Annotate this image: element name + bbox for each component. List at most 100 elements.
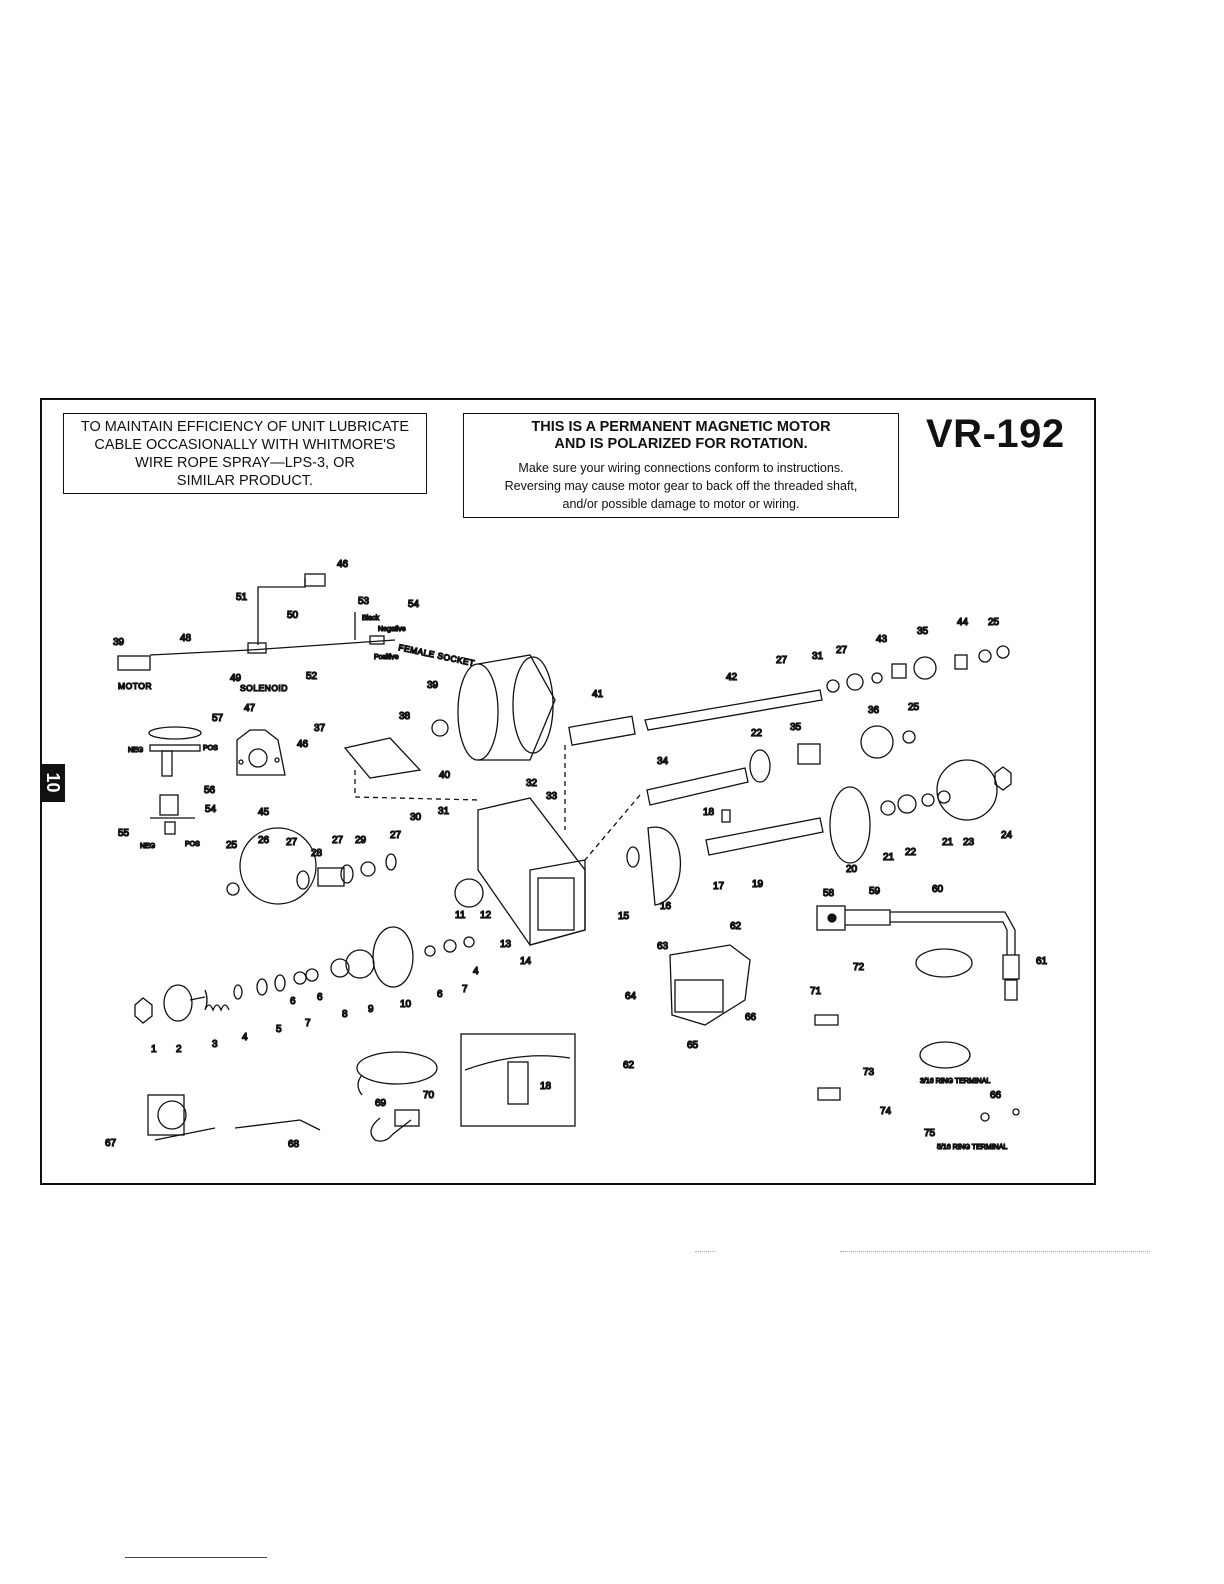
part-number: 59 [869,886,881,897]
part-number: 11 [455,910,466,921]
part-number: 68 [288,1139,300,1150]
cable-73 [919,1041,971,1069]
cable-69 [356,1051,438,1085]
washer-25 [226,882,240,896]
part-number: 50 [287,610,299,621]
part-number: 40 [439,770,451,781]
part-number: 8 [342,1009,348,1020]
part-number: 58 [823,888,835,899]
part-number: 12 [480,910,492,921]
scan-artifact [840,1251,1150,1252]
part-number: 38 [399,711,411,722]
part-number: 27 [390,830,402,841]
lubrication-notice-line: CABLE OCCASIONALLY WITH WHITMORE'S [94,437,396,453]
motor-38-40 [431,654,556,761]
part-number: 23 [963,837,975,848]
part-number: 53 [358,596,370,607]
neg-label: NEG [140,843,155,850]
part-number: 27 [776,655,788,666]
part-number: 16 [660,901,672,912]
motor-polarity-notice: THIS IS A PERMANENT MAGNETIC MOTOR AND I… [463,413,899,518]
ring-terminal-label: 5/16 RING TERMINAL [937,1144,1007,1151]
leader-dashed [354,770,481,801]
part-number: 31 [812,651,824,662]
ring-terminal [1012,1108,1020,1116]
part-number: 41 [592,689,604,700]
part-number: 72 [853,962,865,973]
neg-label: NEG [128,747,143,754]
gear-26 [239,827,317,905]
part-number: 15 [618,911,630,922]
leader-dashed [584,794,641,861]
part-number: 65 [687,1040,699,1051]
crank-handle-58-61 [816,905,1020,1001]
part-number: 35 [790,722,802,733]
part-number: 32 [526,778,538,789]
part-number: 39 [113,637,125,648]
shaft-42 [644,689,823,731]
part-number: 51 [236,592,248,603]
part-number: 3 [212,1039,218,1050]
part-number: 73 [863,1067,875,1078]
wire-label-negative: Negative [378,626,406,633]
wire-label-black: Black [362,615,380,622]
part-number: 44 [957,617,969,628]
part-number: 62 [623,1060,635,1071]
wiring-harness [117,573,396,671]
part-number: 21 [883,852,895,863]
part-number: 62 [730,921,742,932]
part-number: 6 [317,992,323,1003]
part-number: 48 [180,633,192,644]
shaft-34-assembly [646,743,821,806]
gear-stack-top [826,645,1010,693]
part-number: 17 [713,881,725,892]
key-18 [721,809,731,823]
part-number: 28 [311,848,323,859]
tube-41 [568,715,636,746]
pos-label: POS [185,841,200,848]
part-number: 25 [988,617,1000,628]
model-number: VR-192 [926,412,1065,456]
part-number: 49 [230,673,242,684]
part-number: 31 [438,806,450,817]
toggle-switch-55 [150,794,195,835]
part-number: 24 [1001,830,1013,841]
bushing-28 [317,867,345,887]
page-number-tab: 10 [40,764,65,802]
scan-artifact [125,1557,267,1558]
clutch-16 [647,826,682,906]
cable-72 [915,948,973,978]
part-number: 37 [314,723,326,734]
part-number: 20 [846,864,858,875]
part-number: 27 [332,835,344,846]
clip-71 [814,1014,839,1026]
pos-label: POS [203,745,218,752]
motor-notice-body: and/or possible damage to motor or wirin… [562,497,800,511]
part-number: 6 [437,989,443,1000]
part-number: 5 [276,1024,282,1035]
part-number: 54 [408,599,420,610]
gear-23 [936,759,998,821]
part-number: 46 [337,559,349,570]
part-number: 74 [880,1106,892,1117]
washer-21 [880,800,896,816]
part-number: 55 [118,828,130,839]
detail-inset-18 [460,1033,576,1127]
winch-assembly-67 [147,1094,216,1141]
part-number: 39 [427,680,439,691]
part-number: 30 [410,812,422,823]
part-number: 47 [244,703,256,714]
female-socket-label: FEMALE SOCKET [398,642,476,668]
part-number: 46 [297,739,309,750]
gear-36 [860,725,894,759]
part-number: 57 [212,713,224,724]
nut-25 [902,730,916,744]
part-number: 1 [151,1044,157,1055]
plug-46 [304,573,326,587]
part-number: 4 [242,1032,248,1043]
gear-train-1-10 [134,926,475,1024]
part-number: 69 [375,1098,387,1109]
part-number: 18 [540,1081,552,1092]
handle-68 [234,1119,321,1131]
